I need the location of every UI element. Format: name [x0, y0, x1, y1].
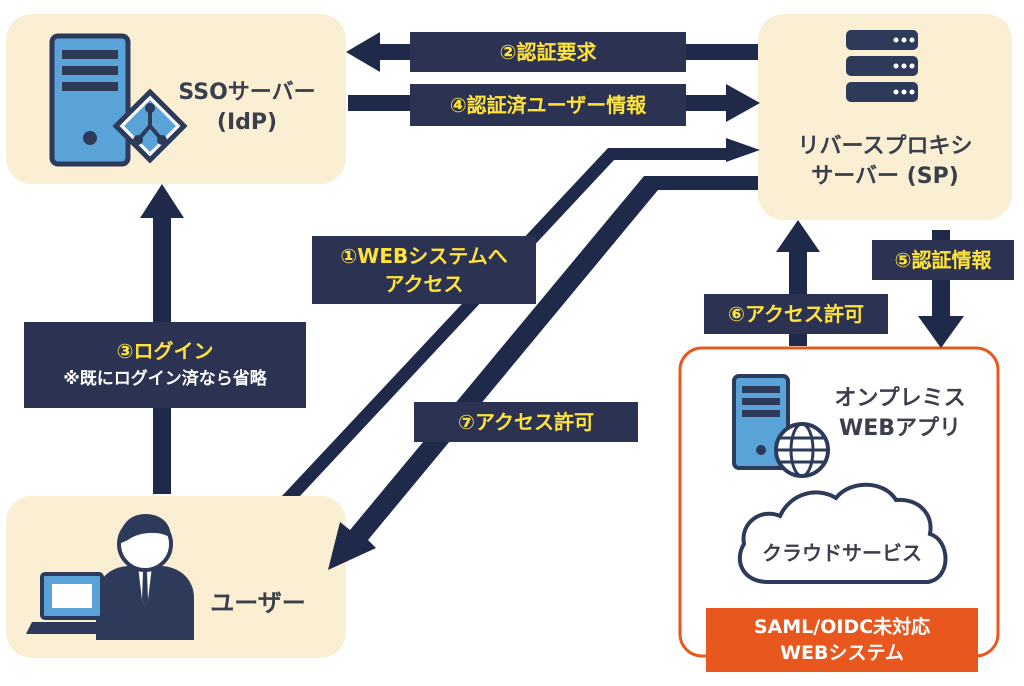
cloud-label: クラウドサービス: [762, 541, 922, 565]
step4-label: ④認証済ユーザー情報: [410, 84, 686, 126]
idp-label: SSOサーバー (IdP): [178, 80, 316, 135]
step3-label: ③ログイン ※既にログイン済なら省略: [24, 322, 306, 408]
sp-server-stack-icon: [846, 30, 918, 102]
user-label: ユーザー: [210, 589, 306, 617]
sp-label: リバースプロキシ サーバー (SP): [797, 134, 973, 189]
arrow-step5: [918, 230, 964, 348]
arrow-step6: [776, 220, 820, 346]
step6-label: ⑥アクセス許可: [704, 294, 888, 334]
cloud-icon: [738, 482, 948, 584]
arrow-step7: [328, 176, 758, 570]
step5-label: ⑤認証情報: [872, 240, 1014, 280]
idp-server-icon: [49, 33, 131, 167]
arrow-step1: [282, 138, 760, 496]
step2-label: ②認証要求: [410, 32, 686, 72]
user-person-icon: [96, 514, 194, 640]
laptop-icon: [26, 572, 118, 634]
legacy-system-badge: SAML/OIDC未対応 WEBシステム: [706, 608, 978, 672]
sp-node-box: [758, 14, 1012, 220]
globe-icon: [774, 422, 830, 478]
step1-label: ①WEBシステムへ アクセス: [312, 236, 536, 304]
idp-network-badge-icon: [112, 88, 188, 164]
step7-label: ⑦アクセス許可: [414, 402, 638, 442]
onprem-label: オンプレミス WEBアプリ: [834, 386, 966, 441]
step3-note: ※既にログイン済なら省略: [63, 369, 267, 389]
